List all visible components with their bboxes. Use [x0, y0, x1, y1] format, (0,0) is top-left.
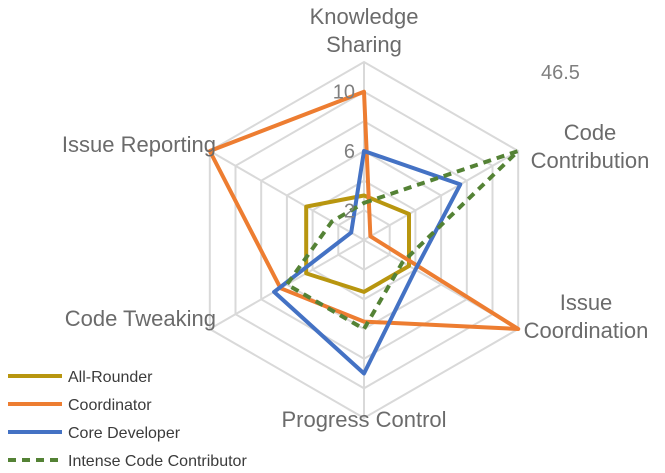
axis-label: Coordination: [524, 318, 649, 343]
axis-label: Knowledge: [310, 4, 419, 29]
axis-label: Issue Reporting: [62, 132, 216, 157]
axis-label: Code: [564, 120, 617, 145]
axis-label: Contribution: [531, 148, 650, 173]
axis-label: Code Tweaking: [65, 306, 216, 331]
tick-label: 10: [333, 82, 355, 104]
annotation-label: 46.5: [541, 62, 580, 84]
axis-label: Progress Control: [281, 407, 446, 432]
series-layer: [207, 89, 521, 376]
tick-label: 2: [344, 200, 355, 222]
axis-label: Sharing: [326, 32, 402, 57]
tick-label: 6: [344, 141, 355, 163]
series-line-coordinator: [207, 89, 521, 331]
series-line-intense-code-contributor: [284, 149, 521, 331]
legend-label: Intense Code Contributor: [68, 453, 247, 470]
radar-grid: [208, 60, 520, 420]
series-line-all-rounder: [304, 193, 411, 294]
legend-label: Coordinator: [68, 397, 152, 414]
legend-label: Core Developer: [68, 425, 181, 442]
grid-spoke: [363, 150, 519, 241]
axis-labels: KnowledgeSharingCodeContributionIssueCoo…: [62, 4, 649, 432]
grid-spoke: [209, 150, 365, 241]
series-line-core-developer: [272, 149, 463, 376]
tick-labels: 2 6 10: [333, 82, 355, 223]
axis-label: Issue: [560, 290, 613, 315]
legend-label: All-Rounder: [68, 369, 153, 386]
